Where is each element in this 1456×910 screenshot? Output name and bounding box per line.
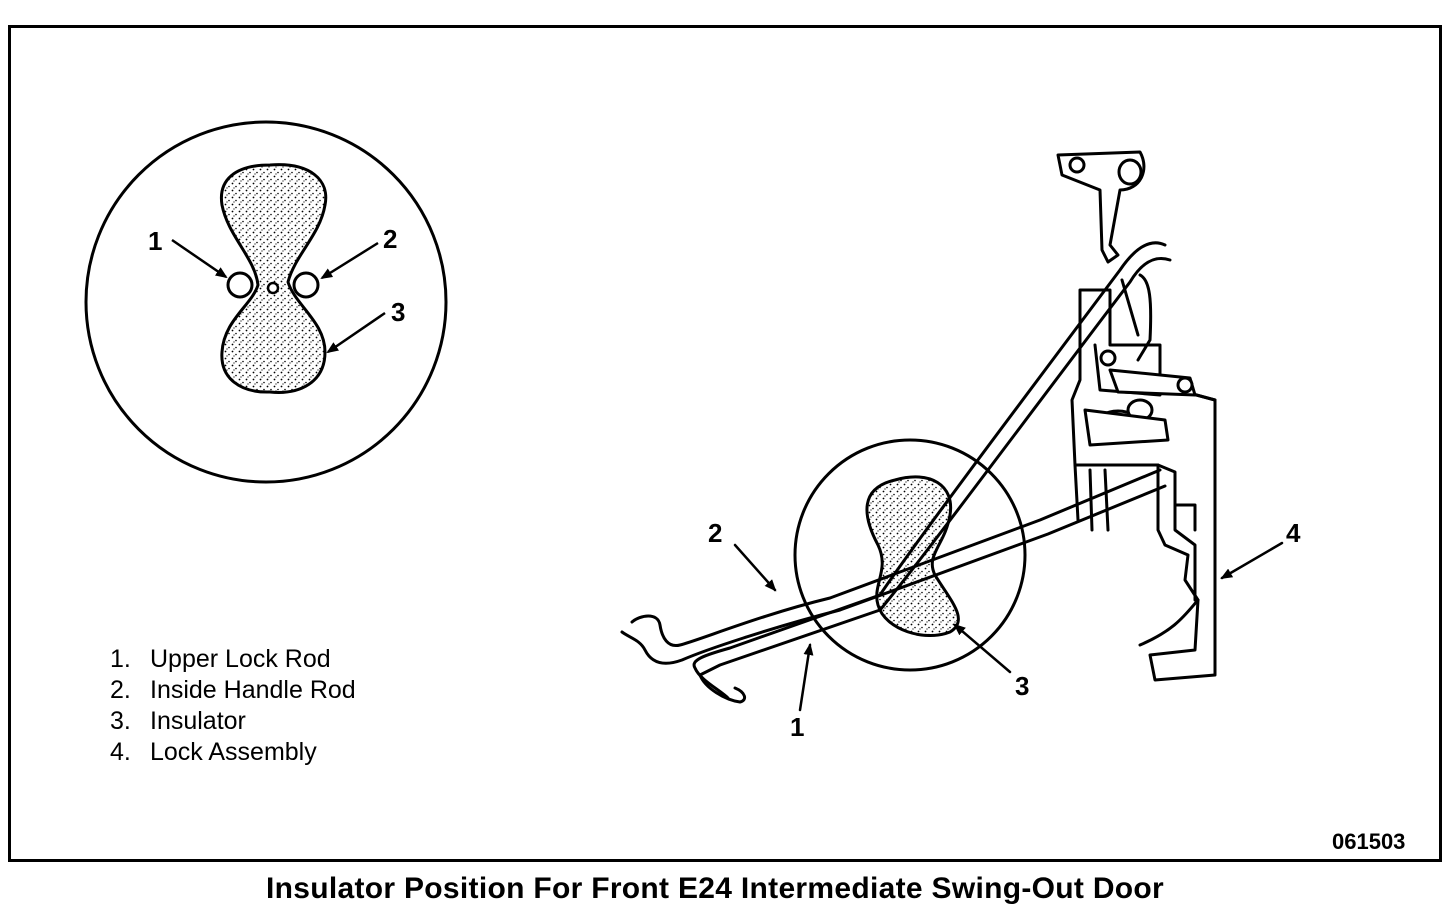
- legend-number: 4.: [110, 738, 131, 766]
- figure-code: 061503: [1332, 829, 1406, 854]
- upper-lock-rod: [692, 241, 1172, 704]
- legend-number: 1.: [110, 645, 131, 673]
- legend-label: Lock Assembly: [150, 738, 317, 766]
- detail-insulator: [219, 163, 328, 394]
- main-callout-2: 2: [708, 518, 722, 548]
- figure-caption: Insulator Position For Front E24 Interme…: [265, 872, 1165, 905]
- legend-label: Inside Handle Rod: [150, 676, 356, 704]
- main-callout-3: 3: [1015, 671, 1029, 701]
- detail-callout-1: 1: [148, 226, 162, 256]
- legend-number: 2.: [110, 676, 131, 704]
- detail-callout-1-leader: [171, 238, 228, 279]
- main-callout-1-leader: [798, 643, 814, 712]
- legend-item: 1. Upper Lock Rod: [110, 644, 356, 675]
- lock-assembly-body: [1070, 288, 1217, 682]
- main-callout-2-leader: [733, 543, 777, 592]
- detail-callout-3-leader: [326, 311, 386, 354]
- detail-view: 1 2 3: [84, 120, 448, 484]
- lock-assembly-illustration: [620, 150, 1284, 712]
- detail-center-hole: [266, 281, 280, 295]
- legend-item: 4. Lock Assembly: [110, 737, 356, 768]
- legend-number: 3.: [110, 707, 131, 735]
- main-callout-3-leader: [953, 623, 1012, 674]
- detail-rod-2-section: [292, 271, 320, 299]
- detail-callout-2: 2: [383, 224, 397, 254]
- parts-legend: 1. Upper Lock Rod 2. Inside Handle Rod 3…: [110, 644, 356, 768]
- legend-item: 2. Inside Handle Rod: [110, 675, 356, 706]
- detail-callout-3: 3: [391, 297, 405, 327]
- inside-handle-rod: [620, 468, 1167, 665]
- diagram-frame: [8, 25, 1442, 862]
- detail-callout-2-leader: [320, 241, 379, 280]
- detail-rod-1-section: [226, 271, 254, 299]
- main-callout-1: 1: [790, 712, 804, 742]
- main-callout-4: 4: [1286, 518, 1301, 548]
- legend-label: Upper Lock Rod: [150, 645, 331, 673]
- top-linkage: [1056, 150, 1153, 362]
- legend-item: 3. Insulator: [110, 706, 356, 737]
- legend-label: Insulator: [150, 707, 246, 735]
- main-callout-4-leader: [1220, 541, 1284, 580]
